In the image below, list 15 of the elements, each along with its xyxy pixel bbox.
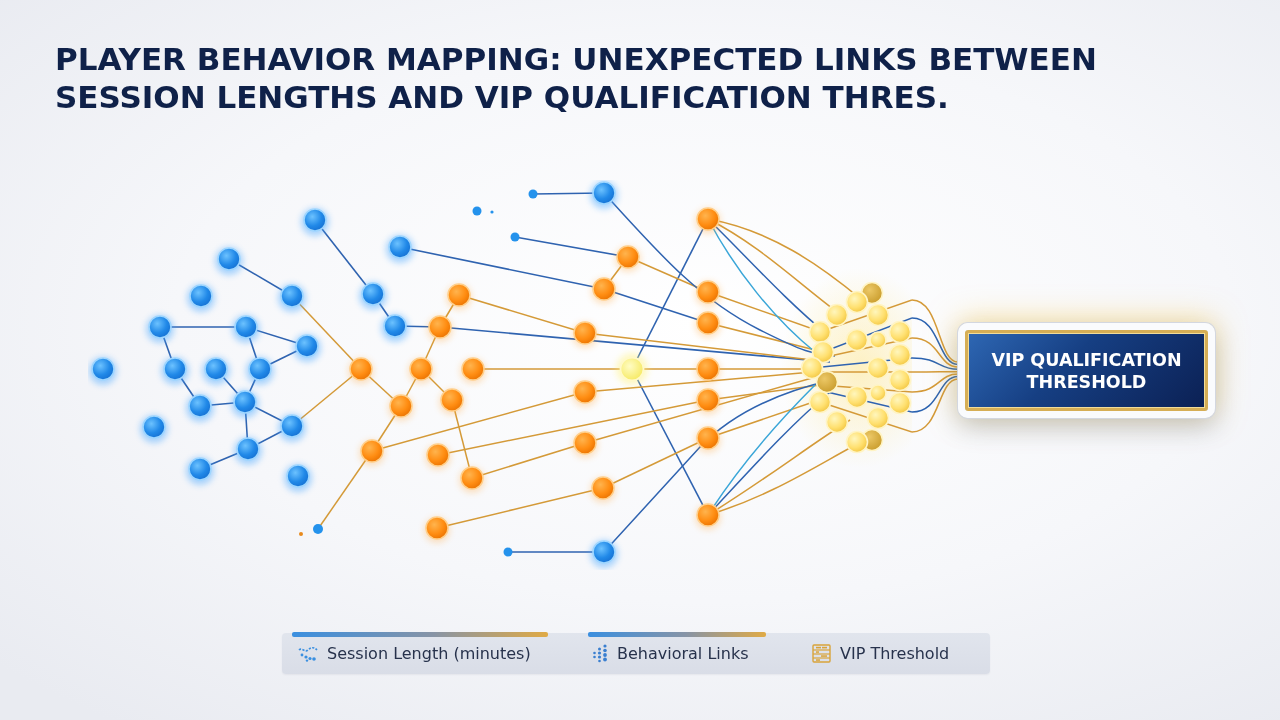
network-graph-illustration [88,180,912,570]
connector-line [911,375,959,413]
threshold-panel [958,323,1215,418]
legend-text: Session Length (minutes) [327,644,531,663]
connector-line [911,337,959,368]
connector-line [911,370,959,373]
connector-line [911,373,959,393]
connector-line [911,299,959,363]
legend-text: Behavioral Links [617,644,749,663]
connector-line [911,357,959,371]
connector-line [911,317,959,366]
connector-line [911,378,959,433]
page-title: PLAYER BEHAVIOR MAPPING: UNEXPECTED LINKS BETWEEN SESSION LENGTHS AND VIP QUALIFICATION THRES. [55,40,1098,116]
panel-label: VIP QUALIFICATION THRESHOLD [990,348,1183,393]
legend-text: VIP Threshold [840,644,950,663]
